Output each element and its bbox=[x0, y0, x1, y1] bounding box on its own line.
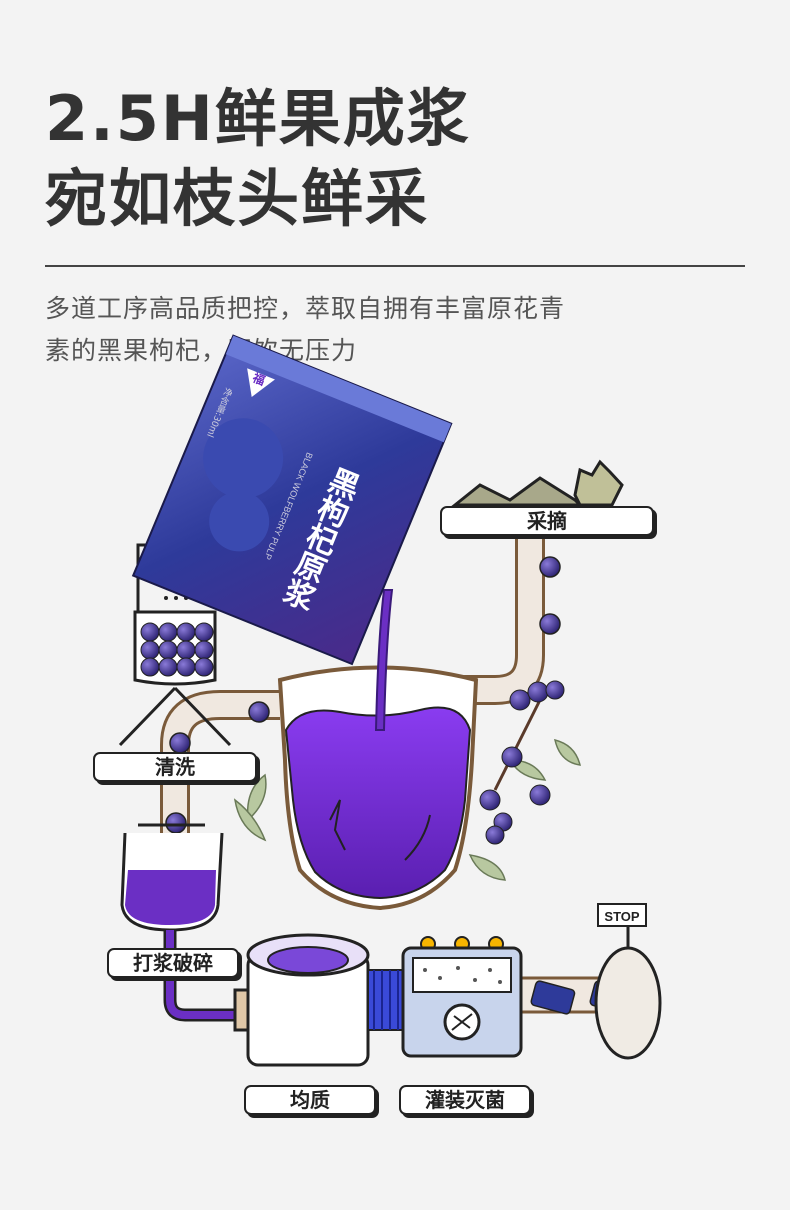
description-line2: 素的黑果枸杞，即饮无压力 bbox=[45, 336, 358, 365]
berries-in-pipe bbox=[165, 556, 561, 834]
homogenizer bbox=[233, 933, 405, 1067]
mountain-icon bbox=[450, 459, 624, 507]
stop-text: STOP bbox=[604, 909, 639, 924]
description-line1: 多道工序高品质把控，萃取自拥有丰富原花青 bbox=[45, 294, 566, 323]
filling-machine bbox=[401, 936, 523, 1058]
berry-branch bbox=[479, 680, 565, 845]
pouring-stream bbox=[374, 589, 394, 731]
step-label-homogenize: 均质 bbox=[244, 1085, 376, 1115]
step-label-wash: 清洗 bbox=[93, 752, 257, 782]
step-label-pick: 采摘 bbox=[440, 506, 654, 536]
juice-glass bbox=[277, 665, 479, 911]
product-pouch: 福 黑枸杞原浆 BLACK WOLFBERRY PULP 净含量:30ml bbox=[131, 334, 453, 666]
washing-basket bbox=[118, 610, 232, 747]
headline-line2: 宛如枝头鲜采 bbox=[45, 162, 430, 235]
step-label-fill-sterilize: 灌装灭菌 bbox=[399, 1085, 531, 1115]
crusher-beaker bbox=[120, 823, 237, 1022]
pouch-logo: 福 bbox=[250, 369, 268, 388]
step-label-crush: 打浆破碎 bbox=[107, 948, 239, 978]
stop-sign: STOP bbox=[594, 903, 662, 1060]
headline-line1: 2.5H鲜果成浆 bbox=[45, 82, 471, 155]
divider bbox=[45, 265, 745, 267]
